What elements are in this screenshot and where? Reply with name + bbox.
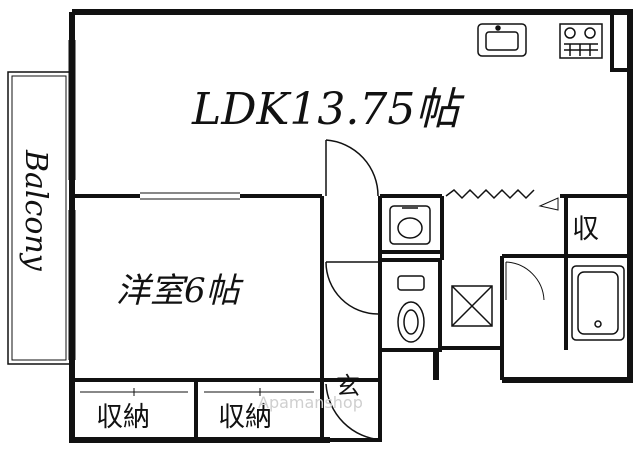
toilet-icon bbox=[397, 275, 425, 343]
closet-rails bbox=[80, 388, 314, 396]
storage-label-1: 収納 bbox=[96, 402, 150, 433]
watermark: Apamanshop bbox=[258, 393, 363, 412]
entrance-label: 玄 bbox=[336, 372, 360, 400]
bathtub-icon bbox=[571, 265, 625, 341]
doors bbox=[325, 139, 559, 441]
storage-small-label: 収 bbox=[572, 214, 599, 245]
balcony-label: Balcony bbox=[18, 149, 53, 272]
windows bbox=[68, 40, 240, 360]
balcony: Balcony bbox=[7, 71, 71, 365]
kitchen bbox=[477, 23, 603, 59]
ldk-label: LDK13.75帖 bbox=[191, 84, 465, 135]
storage-label-2: 収納 bbox=[218, 402, 272, 433]
wash-basin-icon bbox=[389, 205, 431, 245]
laundry-pan-icon bbox=[451, 285, 493, 327]
stove-icon bbox=[559, 23, 603, 59]
inner-walls bbox=[72, 12, 630, 442]
western-room-label: 洋室6帖 bbox=[116, 271, 245, 311]
sink-icon bbox=[477, 23, 527, 57]
